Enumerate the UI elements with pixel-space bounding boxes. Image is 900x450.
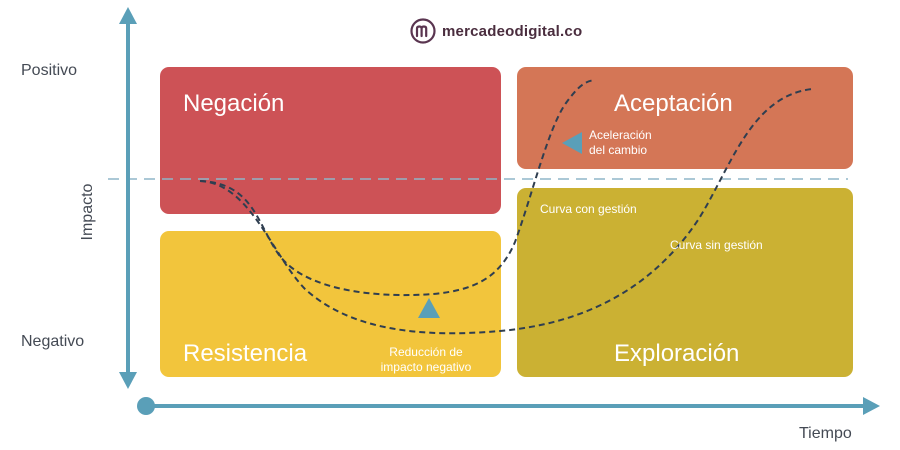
reduction-annotation-line2: impacto negativo — [380, 360, 472, 374]
brand-name: mercadeodigital.co — [442, 22, 583, 40]
curve-without-management — [199, 88, 813, 335]
quadrant-aceptacion-title: Aceptación — [614, 90, 733, 117]
reduction-annotation: Reducción de impacto negativo — [370, 345, 482, 375]
brand-mark-icon — [410, 18, 436, 44]
acceleration-annotation-line2: del cambio — [589, 143, 648, 157]
brand-logo: mercadeodigital.co — [410, 18, 582, 44]
curve-managed-label: Curva con gestión — [540, 202, 637, 216]
curve-unmanaged-label: Curva sin gestión — [670, 238, 763, 252]
quadrant-exploracion — [517, 188, 853, 377]
quadrant-negacion-title: Negación — [183, 90, 285, 117]
x-axis-label: Tiempo — [799, 425, 852, 442]
y-axis-bottom-label: Negativo — [21, 333, 85, 350]
quadrant-resistencia-title: Resistencia — [183, 340, 308, 367]
y-axis-label: Impacto — [79, 183, 96, 241]
y-axis-arrow-up — [119, 7, 137, 24]
acceleration-marker-icon — [562, 132, 582, 154]
acceleration-annotation-line1: Aceleración — [589, 128, 652, 142]
quadrant-exploracion-title: Exploración — [614, 340, 740, 367]
quadrant-aceptacion — [517, 67, 853, 169]
x-axis-arrow-right — [863, 397, 880, 415]
quadrant-negacion — [160, 67, 501, 214]
reduction-marker-icon — [418, 298, 440, 318]
x-axis-origin-dot — [137, 397, 155, 415]
y-axis-arrow-down — [119, 372, 137, 389]
y-axis-top-label: Positivo — [21, 62, 78, 79]
quadrant-resistencia — [160, 231, 501, 377]
acceleration-annotation: Aceleración del cambio — [589, 128, 652, 158]
reduction-annotation-line1: Reducción de — [389, 345, 463, 359]
